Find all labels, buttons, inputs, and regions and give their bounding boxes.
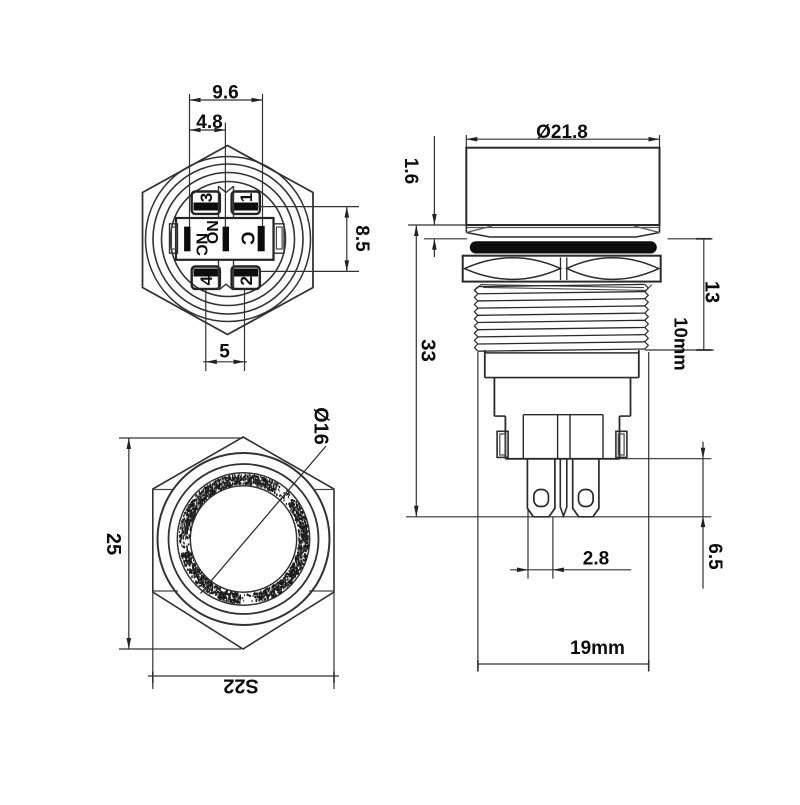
svg-text:8.5: 8.5 — [351, 225, 372, 252]
svg-text:4: 4 — [197, 275, 216, 285]
svg-text:10mm: 10mm — [671, 317, 692, 370]
svg-text:3: 3 — [197, 193, 216, 202]
svg-text:1: 1 — [237, 193, 256, 202]
svg-text:25: 25 — [102, 533, 124, 555]
svg-text:Ø21.8: Ø21.8 — [536, 122, 588, 143]
svg-text:S22: S22 — [223, 675, 259, 697]
svg-text:4.8: 4.8 — [196, 112, 222, 133]
svg-text:5: 5 — [219, 342, 230, 363]
svg-text:2: 2 — [237, 276, 256, 285]
svg-text:NC: NC — [192, 233, 209, 257]
svg-text:2.8: 2.8 — [583, 549, 609, 570]
svg-text:NO: NO — [203, 220, 220, 244]
svg-text:33: 33 — [416, 339, 439, 362]
svg-text:13: 13 — [700, 281, 722, 303]
svg-text:C: C — [238, 232, 259, 245]
svg-text:Ø16: Ø16 — [310, 407, 332, 445]
svg-text:6.5: 6.5 — [704, 543, 725, 570]
svg-text:19mm: 19mm — [570, 638, 625, 659]
svg-text:1.6: 1.6 — [400, 158, 421, 184]
svg-text:9.6: 9.6 — [212, 83, 238, 104]
